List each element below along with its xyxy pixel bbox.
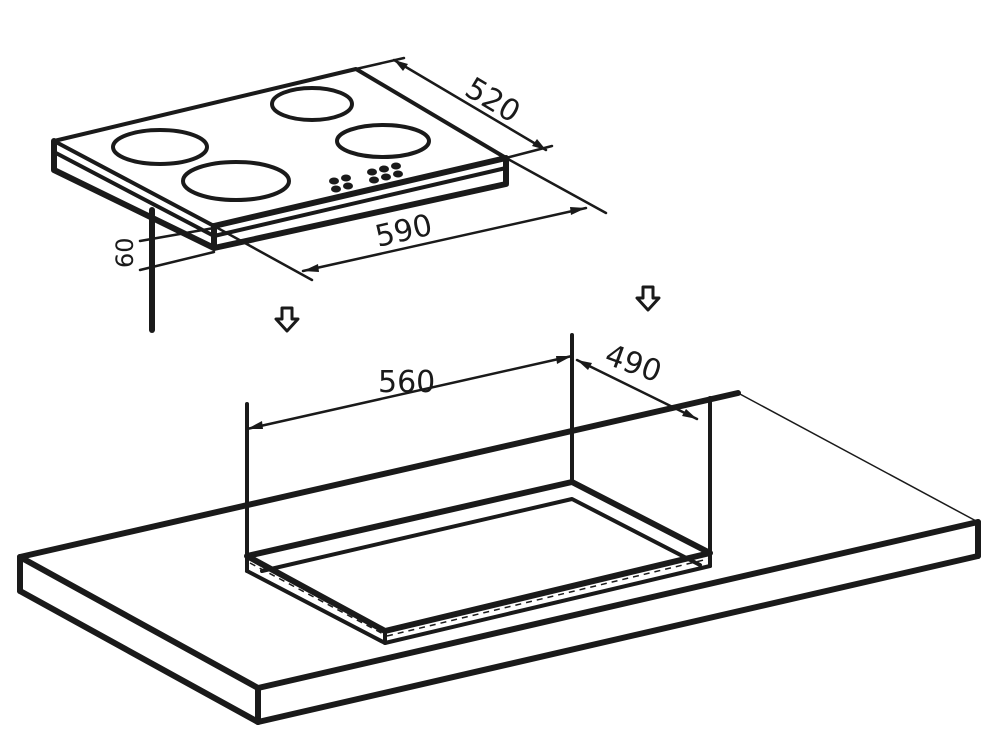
control-dot: [379, 165, 389, 173]
countertop-back-left-edge: [17, 390, 741, 560]
dimension-60: 60: [111, 207, 216, 333]
cooking-zone-front-left: [181, 160, 291, 202]
arrowhead: [570, 207, 586, 215]
cooking-zone-rear-right: [270, 86, 354, 122]
countertop-right-edge: [737, 392, 979, 523]
dimension-520: 520: [354, 56, 554, 160]
hob-bevel-line: [52, 150, 216, 238]
dimension-label-560: 560: [378, 365, 435, 400]
dimension-line: [575, 358, 699, 421]
control-dot: [381, 173, 391, 181]
control-dot: [369, 176, 379, 184]
extension-line: [504, 156, 608, 215]
control-panel: [329, 162, 403, 193]
extension-line: [354, 56, 406, 71]
arrowhead: [247, 421, 263, 429]
down-arrow-icon: [274, 306, 300, 333]
cutout-depth-dashed-left: [249, 562, 388, 637]
control-dot: [343, 182, 353, 190]
cutout: [244, 479, 713, 645]
countertop-front-bottom: [255, 553, 981, 725]
control-dot: [367, 168, 377, 176]
countertop: [17, 390, 981, 725]
arrowhead: [394, 60, 408, 71]
arrowhead: [577, 360, 592, 370]
dimension-label-490: 490: [600, 338, 666, 390]
cooking-zone-front-right: [335, 123, 431, 159]
dimension-label-60: 60: [111, 237, 139, 268]
cutout-inner-back-edge: [260, 497, 702, 573]
arrowhead: [682, 409, 697, 419]
dimension-line: [392, 58, 548, 152]
dimension-line: [301, 206, 588, 273]
cutout-bottom-edge: [245, 564, 712, 645]
arrowhead: [556, 356, 572, 364]
dimension-560: 560: [245, 354, 574, 431]
arrowhead: [532, 139, 546, 150]
countertop-left-bottom: [17, 588, 261, 725]
extension-line: [212, 224, 314, 282]
dimension-label-520: 520: [459, 71, 526, 130]
control-dot: [391, 162, 401, 170]
control-dot: [341, 174, 351, 182]
control-dot: [329, 177, 339, 185]
cutout-depth-dashed-front: [386, 558, 709, 637]
hob: [51, 67, 509, 251]
control-dot: [331, 185, 341, 193]
control-dot: [393, 170, 403, 178]
hob-front-edge: [211, 155, 509, 251]
cooking-zone-rear-left: [111, 128, 209, 166]
extension-line: [138, 250, 216, 272]
hob-bevel-line-front: [212, 166, 508, 238]
extension-line: [138, 226, 216, 243]
dimension-590: 590: [212, 156, 608, 282]
down-arrow-icon: [635, 285, 661, 312]
extension-line: [504, 144, 554, 160]
dimension-line: [245, 354, 574, 431]
dimension-label-590: 590: [372, 208, 436, 255]
arrowhead: [303, 264, 319, 272]
